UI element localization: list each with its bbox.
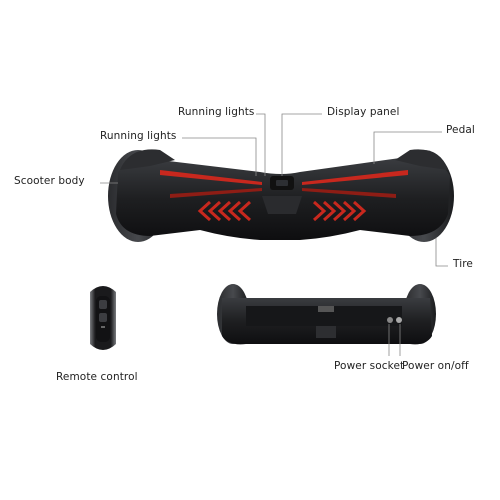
left-fender <box>120 149 175 170</box>
label-display-panel: Display panel <box>327 106 400 118</box>
remote-control-device <box>90 286 116 350</box>
running-light-right-lower <box>302 188 396 198</box>
label-pedal: Pedal <box>446 124 475 136</box>
label-remote-control: Remote control <box>56 371 138 383</box>
running-light-left-streak <box>160 170 262 185</box>
label-power-onoff: Power on/off <box>402 360 469 372</box>
running-light-left-lower <box>170 188 262 198</box>
label-tire: Tire <box>453 258 473 270</box>
hoverboard-side-view <box>217 284 436 345</box>
label-power-socket: Power socket <box>334 360 405 372</box>
power-button <box>396 317 402 323</box>
label-running-lights-top: Running lights <box>178 106 255 118</box>
running-light-right-streak <box>302 170 408 185</box>
hoverboard-main <box>108 149 454 242</box>
label-scooter-body: Scooter body <box>14 175 85 187</box>
right-fender <box>395 149 448 170</box>
leader-lines <box>100 113 448 356</box>
power-socket-port <box>387 317 393 323</box>
chevrons-right <box>312 200 367 222</box>
label-running-lights-left: Running lights <box>100 130 177 142</box>
chevrons-left <box>197 200 252 222</box>
